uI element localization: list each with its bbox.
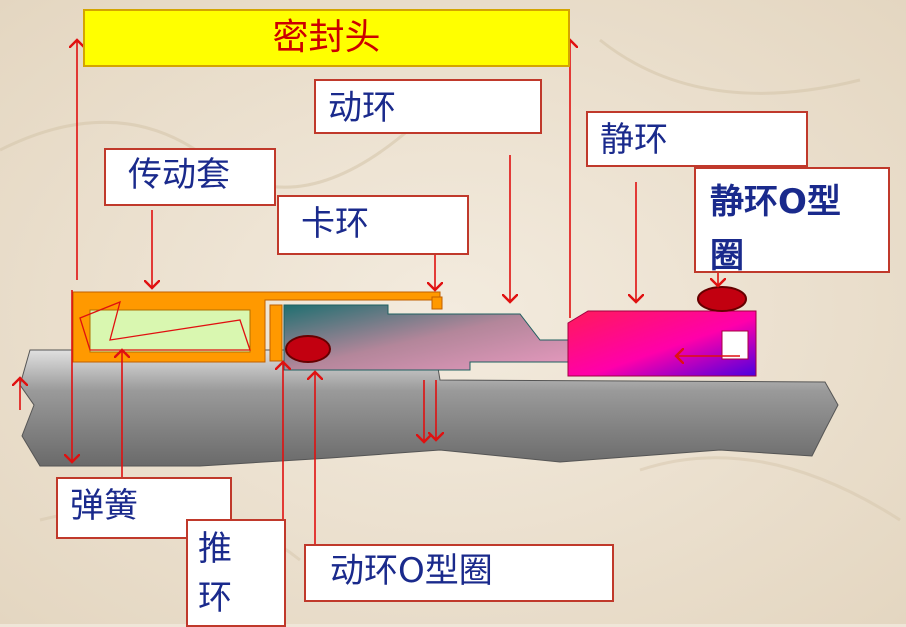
label-static-ring-oring: 静环O型圈 [694,167,890,276]
callout-arrows [20,40,740,548]
shaft [19,349,839,467]
seal-head-title: 密封头 [83,9,570,67]
static-ring [567,310,757,377]
label-push-ring: 推环 [186,519,286,627]
snap-ring [431,296,443,310]
push-ring [269,304,283,362]
label-static-ring: 静环 [586,111,808,167]
anti-rotation-pin [721,330,749,360]
label-moving-ring: 动环 [314,79,542,134]
label-snap-ring: 卡环 [277,195,469,255]
moving-ring [283,304,573,371]
label-drive-sleeve: 传动套 [104,148,276,206]
static-ring-oring [697,286,747,312]
label-moving-ring-oring: 动环O型圈 [304,544,614,602]
moving-ring-oring [285,335,331,363]
